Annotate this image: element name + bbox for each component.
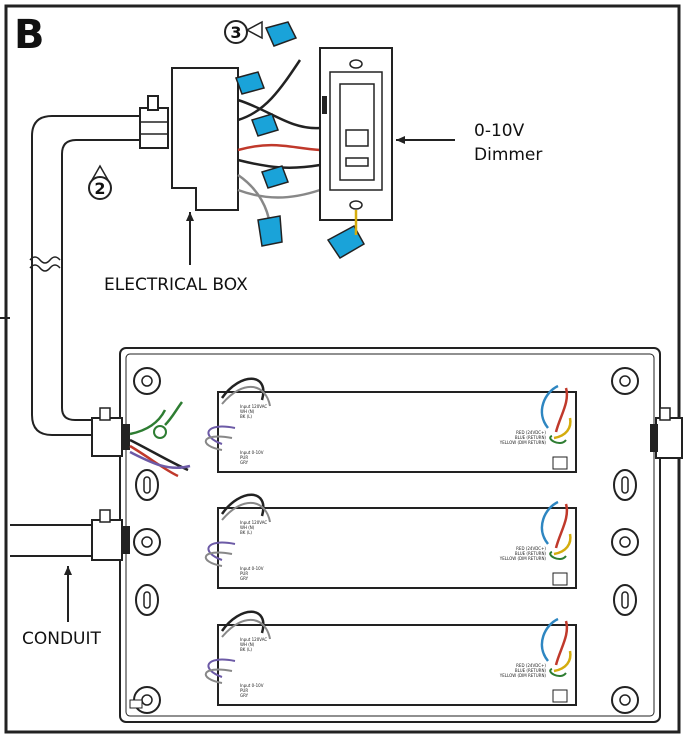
box-wires bbox=[237, 59, 321, 226]
housing-connector-left-bottom bbox=[91, 509, 130, 561]
driver-input-ac-label: BK (L) bbox=[240, 414, 252, 419]
upper-conduit bbox=[29, 115, 140, 436]
driver-input-ac-label: Input 120VAC bbox=[240, 637, 267, 642]
driver-input-ac-label: Input 120VAC bbox=[240, 520, 267, 525]
dimmer-label-line2: Dimmer bbox=[474, 145, 542, 165]
callout-3 bbox=[224, 20, 248, 44]
driver-input-dim-label: Input 0-10V bbox=[240, 566, 264, 571]
housing-connector-left-top bbox=[91, 407, 130, 457]
driver-output-label: YELLOW (DIM RETURN) bbox=[499, 673, 547, 678]
driver-input-dim-label: GRY bbox=[240, 460, 249, 465]
mount-hole bbox=[133, 367, 161, 395]
driver-input-ac-label: WH (N) bbox=[240, 525, 255, 530]
driver-output-label: BLUE (RETURN) bbox=[515, 551, 547, 556]
dimmer-switch bbox=[319, 47, 393, 235]
driver-output-label: BLUE (RETURN) bbox=[515, 668, 547, 673]
driver-input-ac-label: BK (L) bbox=[240, 530, 252, 535]
driver-output-label: RED (24VDC+) bbox=[516, 663, 546, 668]
driver-output-label: YELLOW (DIM RETURN) bbox=[499, 556, 547, 561]
lower-conduit bbox=[10, 524, 92, 557]
knockout-slot bbox=[135, 469, 159, 501]
knockout-slot bbox=[613, 469, 637, 501]
mount-hole bbox=[611, 367, 639, 395]
driver-input-dim-label: PUR bbox=[240, 455, 248, 460]
triangle-icon bbox=[245, 20, 263, 40]
driver-input-dim-label: Input 0-10V bbox=[240, 450, 264, 455]
driver-input-ac-label: BK (L) bbox=[240, 647, 252, 652]
entry-wires bbox=[129, 401, 191, 478]
panel-letter: B bbox=[14, 12, 45, 58]
wire-nuts bbox=[235, 21, 366, 260]
housing-tab bbox=[129, 699, 143, 709]
dimmer-label-line1: 0-10V bbox=[474, 121, 525, 141]
driver-input-ac-label: WH (N) bbox=[240, 642, 255, 647]
housing-connector-right bbox=[650, 407, 683, 459]
driver-input-dim-label: PUR bbox=[240, 688, 248, 693]
driver-output-label: BLUE (RETURN) bbox=[515, 435, 547, 440]
driver-output-label: YELLOW (DIM RETURN) bbox=[499, 440, 547, 445]
driver-input-dim-label: PUR bbox=[240, 571, 248, 576]
driver-input-ac-label: WH (N) bbox=[240, 409, 255, 414]
knockout-slot bbox=[135, 584, 159, 616]
knockout-slot bbox=[613, 584, 637, 616]
driver-input-ac-label: Input 120VAC bbox=[240, 404, 267, 409]
driver-output-label: RED (24VDC+) bbox=[516, 430, 546, 435]
mount-hole bbox=[611, 686, 639, 714]
panel-border bbox=[4, 4, 681, 734]
driver-input-dim-label: GRY bbox=[240, 693, 249, 698]
mount-hole bbox=[611, 528, 639, 556]
box-connector bbox=[139, 95, 169, 149]
driver-input-dim-label: Input 0-10V bbox=[240, 683, 264, 688]
electrical-box bbox=[171, 67, 239, 211]
callout-2 bbox=[88, 176, 112, 200]
callout-2-label: 2 bbox=[94, 179, 105, 198]
electrical-box-label: ELECTRICAL BOX bbox=[104, 275, 248, 295]
driver-input-dim-label: GRY bbox=[240, 576, 249, 581]
mount-hole bbox=[133, 528, 161, 556]
callout-3-label: 3 bbox=[230, 23, 241, 42]
driver-output-label: RED (24VDC+) bbox=[516, 546, 546, 551]
conduit-label: CONDUIT bbox=[22, 629, 102, 649]
